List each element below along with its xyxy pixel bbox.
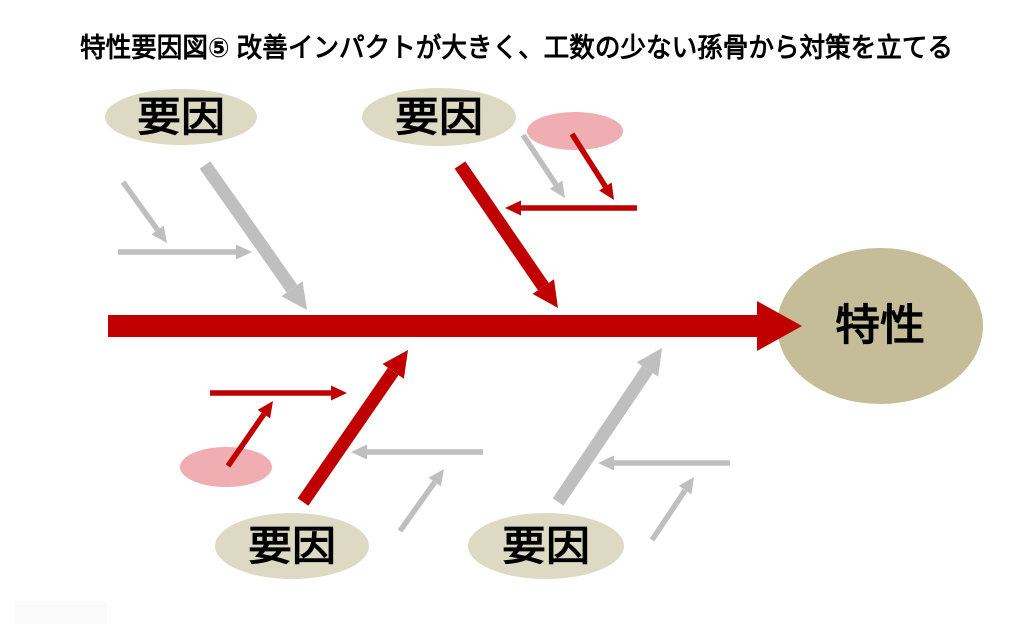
- arrowhead: [599, 182, 614, 200]
- grandchild-bone-arrow: [649, 488, 688, 542]
- arrowhead: [236, 244, 252, 260]
- arrowhead: [257, 401, 273, 419]
- factor-oval-top-middle: [362, 88, 516, 146]
- arrowhead: [678, 477, 694, 495]
- main-bone-bottom-middle: [552, 365, 653, 506]
- factor-oval-bottom-middle: [468, 513, 624, 579]
- arrowhead: [532, 279, 558, 308]
- arrowhead: [598, 455, 614, 471]
- main-bone-top-middle: [454, 161, 549, 291]
- spine-arrow: [108, 301, 802, 351]
- arrowhead: [505, 200, 521, 216]
- factor-label: 要因: [248, 523, 336, 569]
- slide-title: 特性要因図⑤ 改善インパクトが大きく、工数の少ない孫骨から対策を立てる: [80, 32, 953, 63]
- factor-label: 要因: [502, 523, 590, 569]
- main-bone-top-left: [199, 161, 298, 293]
- arrowhead: [636, 348, 662, 377]
- grandchild-bone-arrow-highlighted: [569, 132, 608, 188]
- arrowhead: [382, 350, 408, 379]
- grandchild-bone-arrow: [120, 180, 160, 232]
- highlight-ellipse-bottom: [180, 447, 272, 487]
- factor-label: 要因: [395, 94, 483, 140]
- arrowhead: [351, 444, 367, 460]
- main-bone-bottom-left: [297, 367, 399, 506]
- arrowhead: [549, 180, 565, 198]
- highlight-ellipse-top: [527, 112, 623, 150]
- watermark-block: [15, 601, 107, 624]
- factor-oval-top-left: [105, 89, 257, 145]
- grandchild-bone-arrow-highlighted: [225, 412, 267, 468]
- arrowhead: [281, 281, 307, 310]
- factor-label: 要因: [137, 94, 225, 140]
- arrowhead: [151, 225, 167, 243]
- effect-label: 特性: [835, 302, 925, 350]
- effect-circle: [777, 248, 983, 404]
- arrowhead: [331, 385, 347, 401]
- grandchild-bone-arrow: [397, 480, 437, 533]
- grandchild-bone-arrow: [520, 133, 559, 187]
- factor-oval-bottom-left: [215, 513, 369, 579]
- arrowhead: [428, 469, 444, 487]
